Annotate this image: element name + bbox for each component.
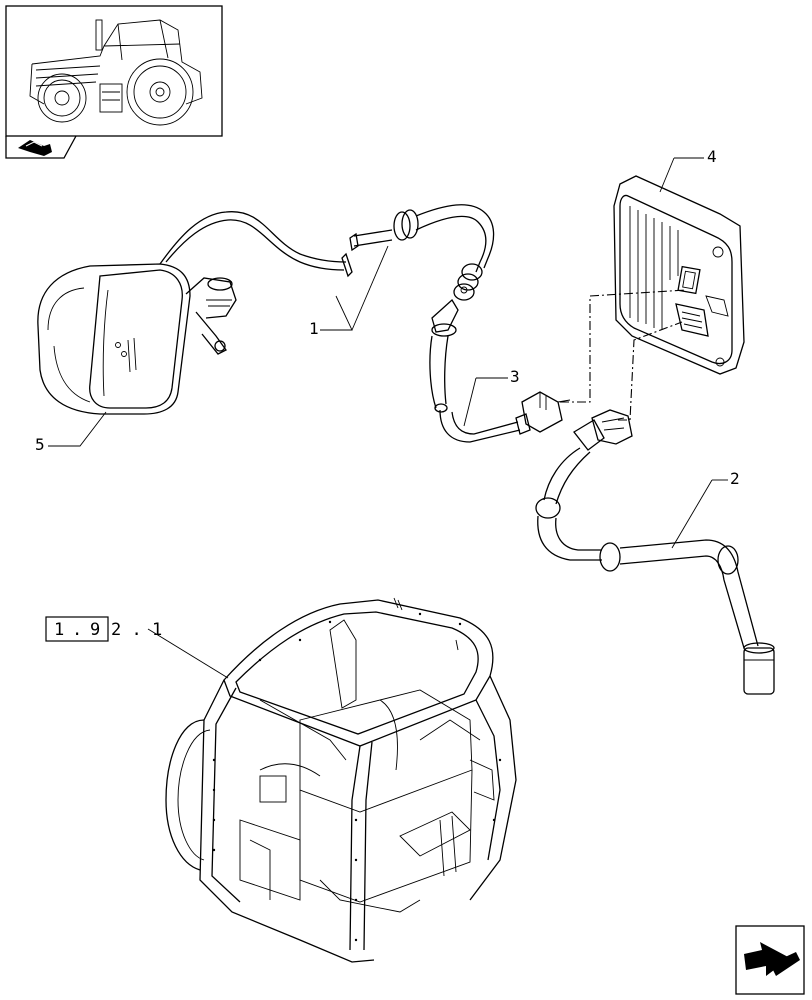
reference-box-digit-9: 9	[90, 620, 100, 640]
reference-box-digit-1: 1	[54, 620, 64, 640]
reference-suffix: 2 . 1	[111, 620, 162, 640]
callout-5: 5	[35, 435, 45, 454]
callout-1: 1	[309, 319, 319, 338]
part-4-control-module	[613, 175, 745, 375]
cross-reference[interactable]: 1 . 9 2 . 1	[45, 616, 162, 642]
part-5-lamp	[37, 211, 353, 415]
arrow-icon	[18, 140, 52, 156]
cab-frame	[165, 597, 517, 963]
callout-2: 2	[730, 469, 740, 488]
part-1-cable	[349, 204, 495, 301]
next-page-icon[interactable]	[735, 925, 805, 995]
callout-4: 4	[707, 147, 717, 166]
part-2-harness	[535, 409, 775, 695]
tractor-thumbnail	[5, 5, 223, 159]
callout-3: 3	[510, 367, 520, 386]
reference-box-dot: .	[72, 620, 82, 640]
part-3-harness	[429, 298, 571, 443]
leader-lines	[48, 157, 728, 679]
